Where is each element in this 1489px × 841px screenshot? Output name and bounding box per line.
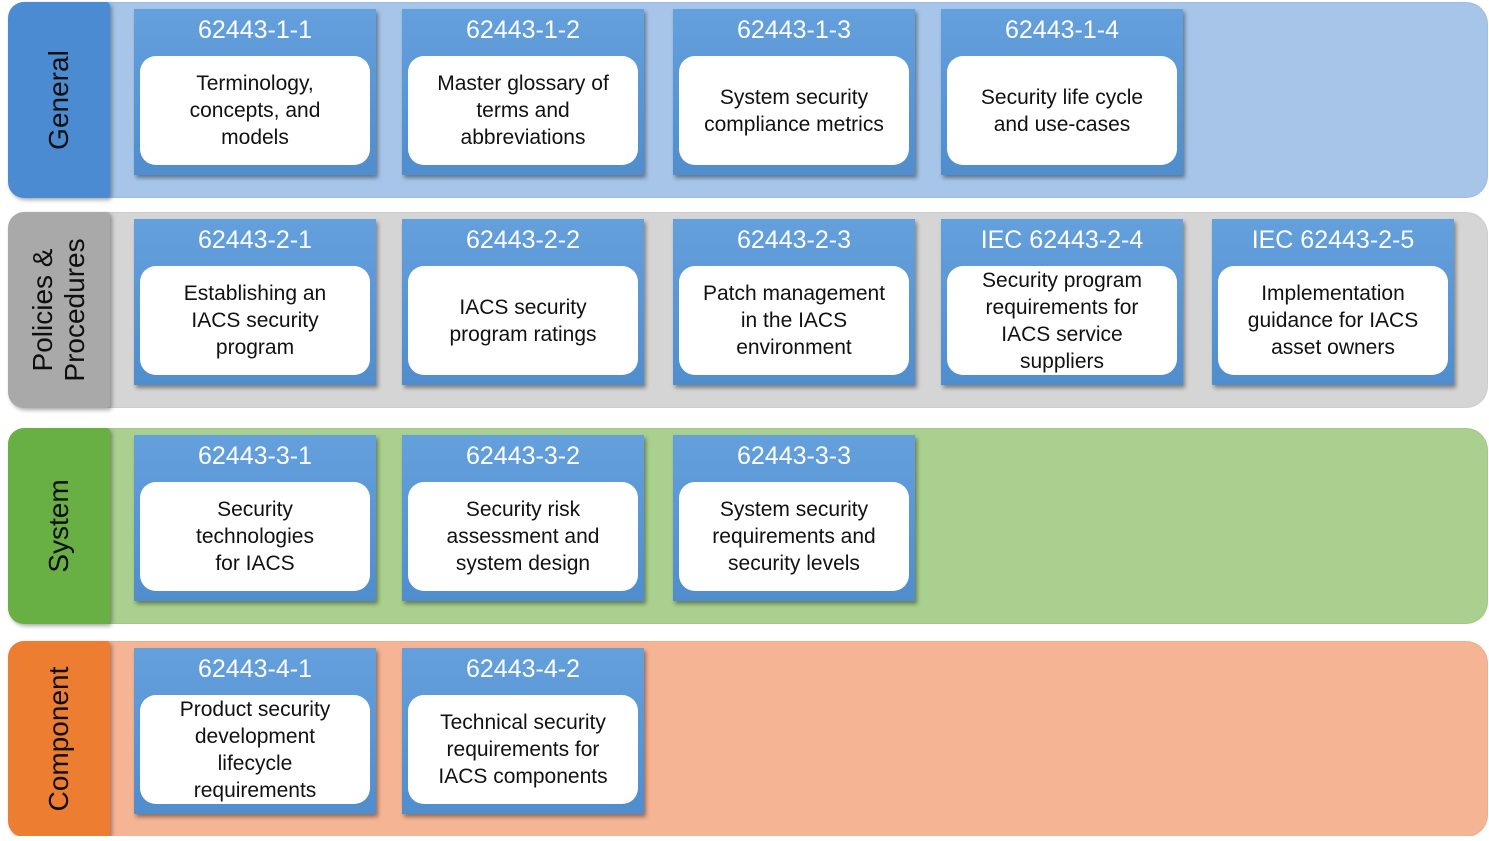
standard-description-box: System security requirements and securit… <box>679 482 909 591</box>
standard-description-box: Security life cycle and use-cases <box>947 56 1177 165</box>
band-label-text: General <box>43 50 74 150</box>
standard-description: Implementation guidance for IACS asset o… <box>1247 282 1419 359</box>
standard-id: 62443-3-2 <box>466 442 580 470</box>
standard-description-box: Establishing an IACS security program <box>140 266 370 375</box>
standard-description: Security risk assessment and system desi… <box>446 498 600 575</box>
standard-description-box: Implementation guidance for IACS asset o… <box>1218 266 1448 375</box>
standard-description-box: Master glossary of terms and abbreviatio… <box>408 56 638 165</box>
standard-id: 62443-3-1 <box>198 442 312 470</box>
standard-description: Master glossary of terms and abbreviatio… <box>437 72 609 149</box>
standard-description-box: System security compliance metrics <box>679 56 909 165</box>
band-label-component: Component <box>8 641 110 837</box>
standard-description-box: Product security development lifecycle r… <box>140 695 370 804</box>
band-label-text: Policies & Procedures <box>27 238 90 382</box>
band-label-policies-procedures: Policies & Procedures <box>8 212 110 408</box>
standard-id: 62443-1-2 <box>466 16 580 44</box>
standard-description: Security life cycle and use-cases <box>980 85 1144 136</box>
standard-id: 62443-4-2 <box>466 655 580 683</box>
standard-id: 62443-4-1 <box>198 655 312 683</box>
standard-description: Patch management in the IACS environment <box>702 282 886 359</box>
standard-id: 62443-2-3 <box>737 226 851 254</box>
standard-id: IEC 62443-2-4 <box>980 226 1144 254</box>
standard-description: Terminology, concepts, and models <box>189 72 321 149</box>
standard-description-box: Security risk assessment and system desi… <box>408 482 638 591</box>
standard-description: System security requirements and securit… <box>712 498 876 575</box>
standard-description: Security program requirements for IACS s… <box>982 268 1142 373</box>
standard-description-box: Technical security requirements for IACS… <box>408 695 638 804</box>
standard-description-box: Security program requirements for IACS s… <box>947 266 1177 375</box>
standard-id: 62443-1-3 <box>737 16 851 44</box>
band-label-system: System <box>8 428 110 624</box>
standard-id: 62443-1-1 <box>198 16 312 44</box>
standard-description-box: IACS security program ratings <box>408 266 638 375</box>
standard-id: 62443-2-2 <box>466 226 580 254</box>
standard-description-box: Security technologies for IACS <box>140 482 370 591</box>
standard-id: 62443-2-1 <box>198 226 312 254</box>
standard-description: Product security development lifecycle r… <box>179 697 331 802</box>
standard-id: IEC 62443-2-5 <box>1251 226 1415 254</box>
standard-description: System security compliance metrics <box>704 85 884 136</box>
standard-description: IACS security program ratings <box>449 295 597 346</box>
standard-id: 62443-3-3 <box>737 442 851 470</box>
standard-id: 62443-1-4 <box>1005 16 1119 44</box>
standard-description: Security technologies for IACS <box>196 498 314 575</box>
standard-description: Technical security requirements for IACS… <box>438 711 608 788</box>
band-label-text: Component <box>43 666 74 812</box>
standard-description: Establishing an IACS security program <box>183 282 327 359</box>
standard-description-box: Terminology, concepts, and models <box>140 56 370 165</box>
bottom-strip <box>0 836 1489 841</box>
band-label-general: General <box>8 2 110 198</box>
standard-description-box: Patch management in the IACS environment <box>679 266 909 375</box>
band-label-text: System <box>43 479 74 573</box>
